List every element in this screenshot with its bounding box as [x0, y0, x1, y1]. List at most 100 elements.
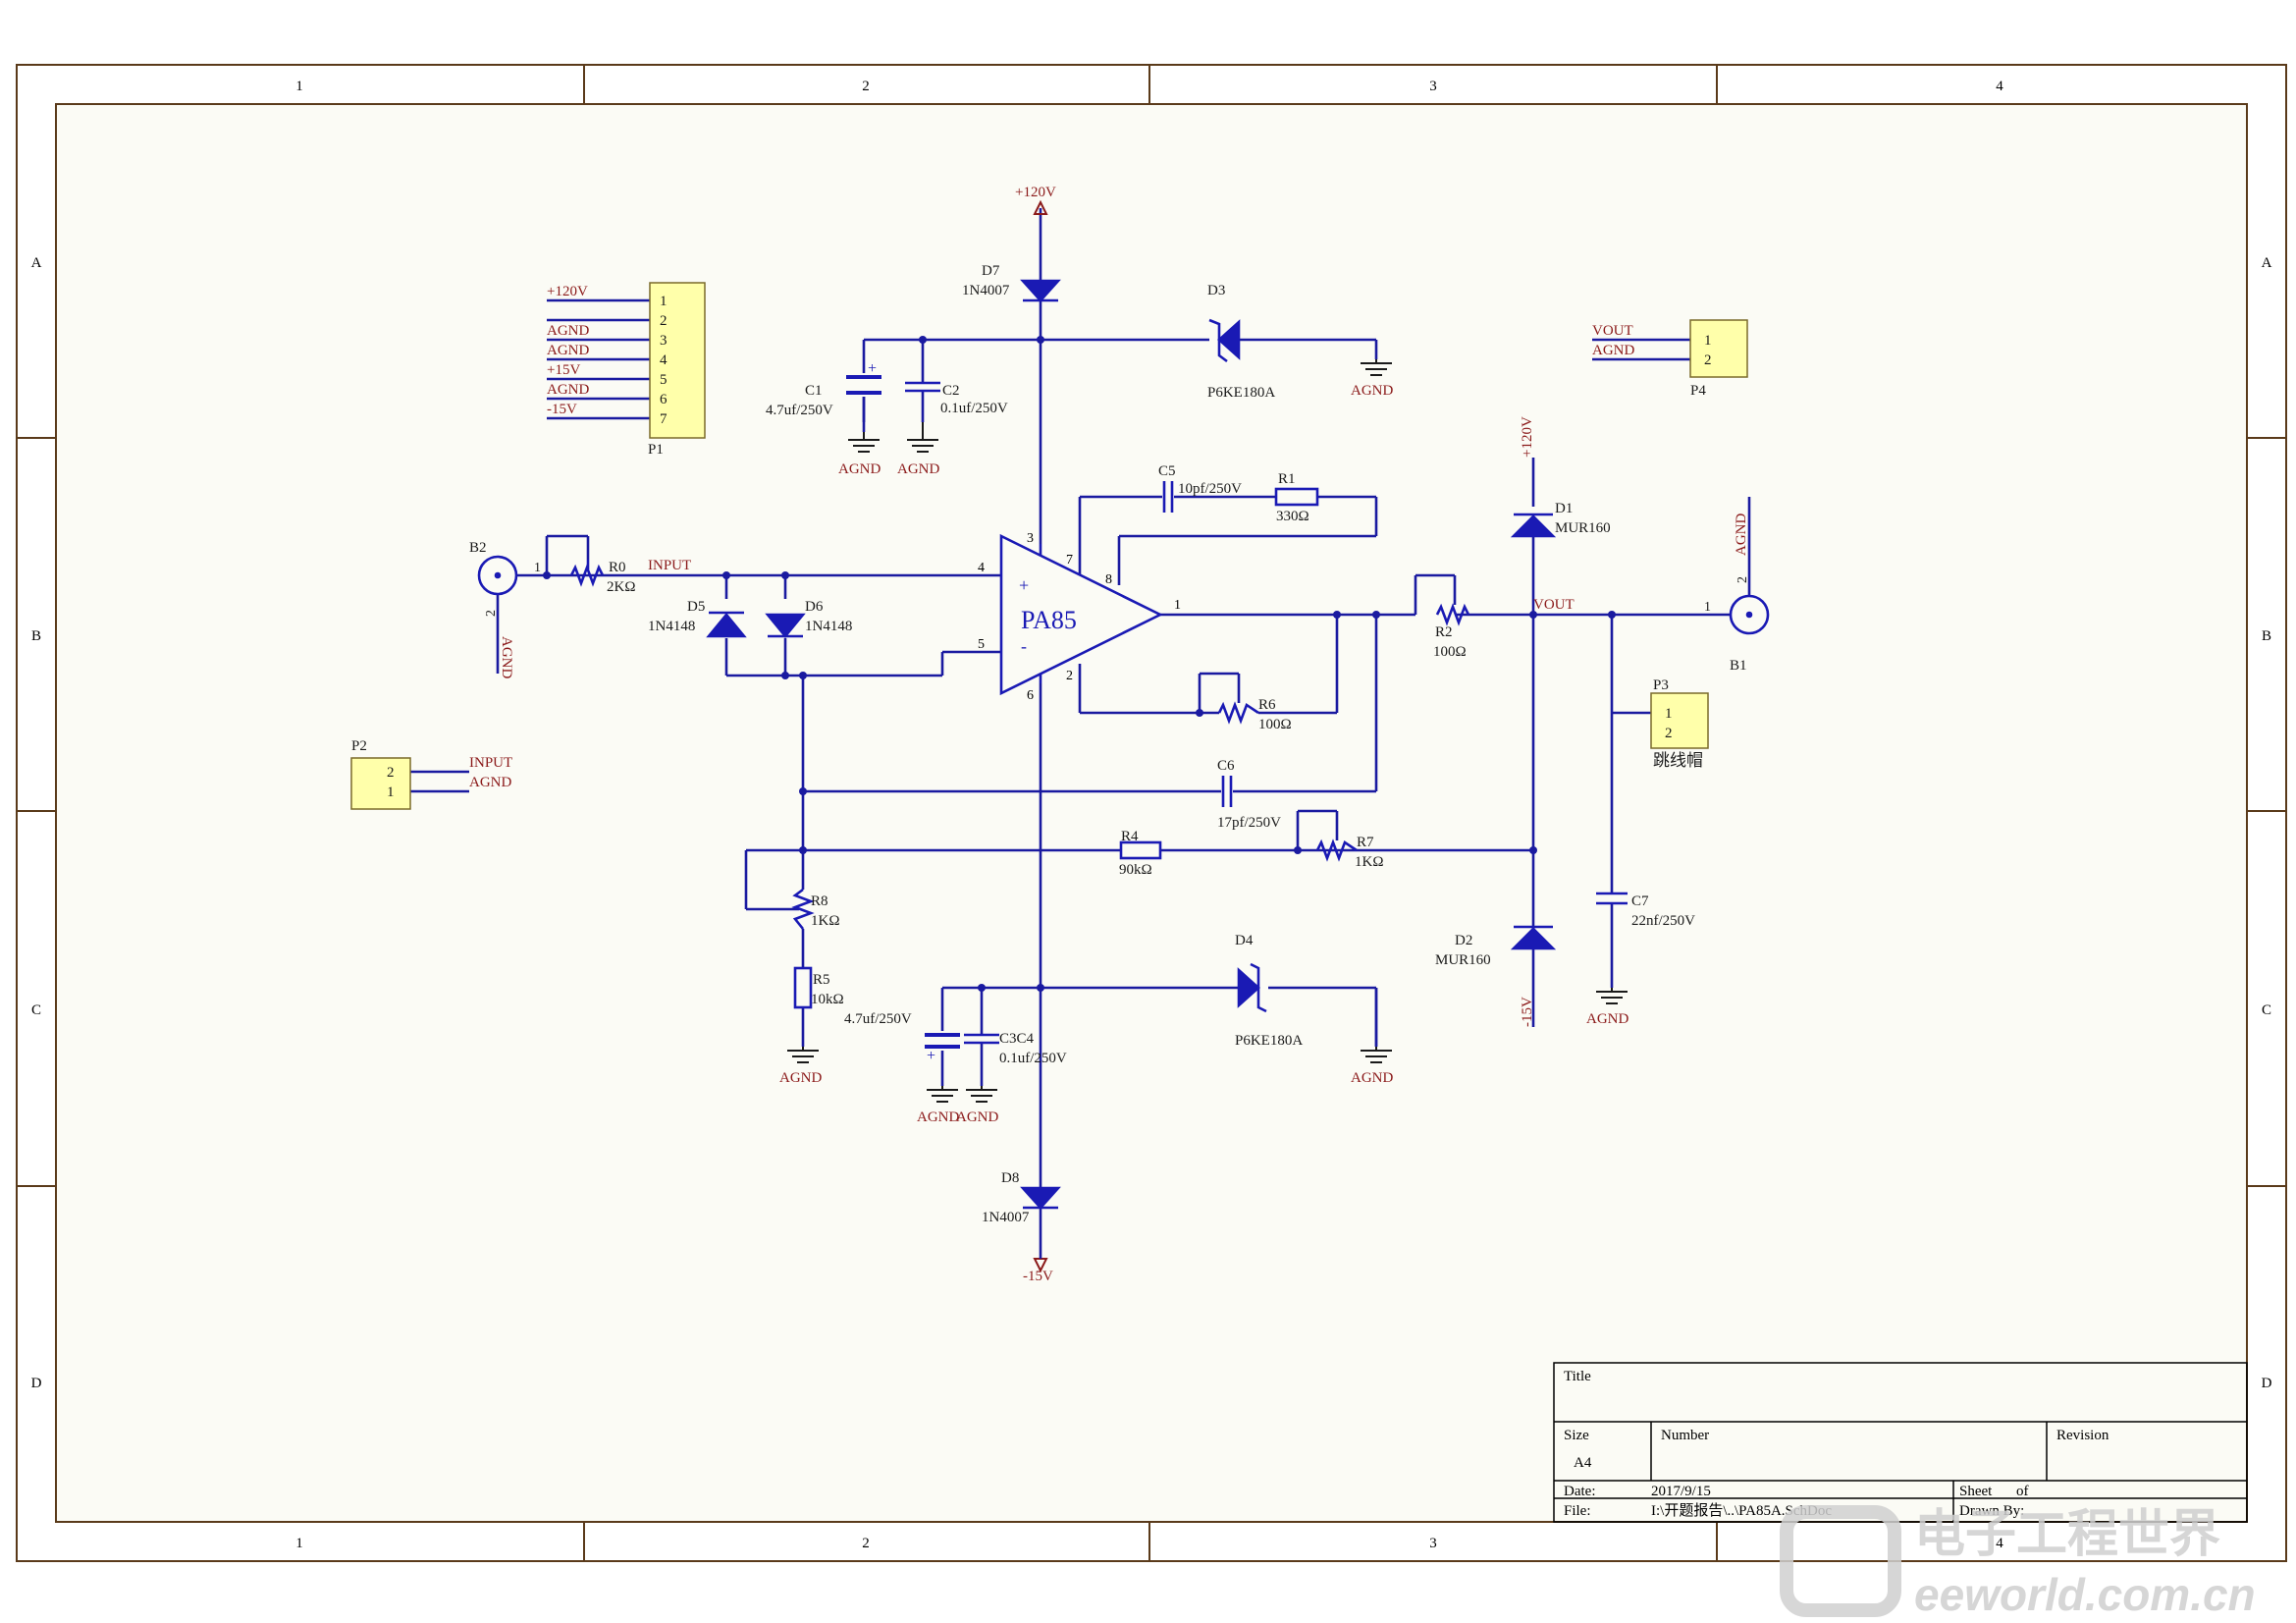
d4-value: P6KE180A	[1235, 1033, 1303, 1049]
net-input: INPUT	[648, 558, 691, 573]
diode-d1[interactable]	[1510, 513, 1557, 538]
watermark: 电子工程世界 eeworld.com.cn	[1780, 1505, 2256, 1620]
capacitor-c6[interactable]	[1221, 776, 1233, 807]
gnd-label-b1: AGND	[1734, 514, 1749, 556]
diode-d7[interactable]	[1020, 279, 1061, 302]
opamp-pa85[interactable]	[999, 533, 1163, 696]
p2-pin-2: 2	[387, 765, 395, 781]
r0-ref: R0	[609, 560, 626, 575]
col-top-1: 1	[295, 79, 303, 94]
p4-net-2: AGND	[1592, 343, 1634, 358]
row-left-a: A	[31, 255, 42, 271]
p1-pin-3: 3	[660, 333, 667, 349]
r8-value: 1KΩ	[811, 913, 839, 929]
connector-p1-body[interactable]	[649, 282, 706, 439]
d3-value: P6KE180A	[1207, 385, 1275, 401]
c7-value: 22nf/250V	[1631, 913, 1695, 929]
d2-ref: D2	[1455, 933, 1472, 948]
r5-ref: R5	[813, 972, 830, 988]
r4-ref: R4	[1121, 829, 1139, 844]
bnc-b2[interactable]	[477, 555, 518, 596]
diode-d5[interactable]	[706, 611, 747, 638]
wires	[410, 208, 1751, 1227]
connector-p3-body[interactable]	[1650, 692, 1709, 749]
capacitor-c5[interactable]	[1162, 481, 1174, 513]
p1-pin-4: 4	[660, 352, 667, 368]
c3-value: 4.7uf/250V	[844, 1011, 912, 1027]
capacitor-c1[interactable]	[846, 375, 881, 395]
r2-value: 100Ω	[1433, 644, 1467, 660]
capacitor-c3[interactable]	[925, 1033, 960, 1049]
zone-dividers	[17, 65, 2286, 1561]
capacitor-c4[interactable]	[964, 1033, 999, 1045]
svg-text:7: 7	[1066, 553, 1073, 568]
tvs-d4[interactable]	[1237, 962, 1267, 1013]
c2-ref: C2	[942, 383, 960, 399]
gnd-label-c2: AGND	[897, 461, 939, 477]
d8-value: 1N4007	[982, 1210, 1030, 1225]
gnd-label-c7: AGND	[1586, 1011, 1629, 1027]
col-bottom-2: 2	[862, 1536, 870, 1551]
potentiometer-r6[interactable]	[1217, 701, 1259, 725]
number-label: Number	[1661, 1428, 1709, 1443]
p1-pin-1: 1	[660, 294, 667, 309]
d2-value: MUR160	[1435, 952, 1491, 968]
col-bottom-4: 4	[1996, 1536, 2003, 1551]
opamp-minus: -	[1021, 636, 1027, 656]
resistor-r5[interactable]	[793, 966, 813, 1009]
diode-d6[interactable]	[765, 613, 806, 639]
d6-value: 1N4148	[805, 619, 852, 634]
net-neg15-d2: -15V	[1520, 997, 1535, 1027]
col-top-3: 3	[1429, 79, 1437, 94]
p1-net-3: AGND	[547, 323, 589, 339]
watermark-logo	[1780, 1505, 1901, 1617]
d7-value: 1N4007	[962, 283, 1010, 298]
p3-ref: P3	[1653, 677, 1669, 693]
connector-p2-body[interactable]	[350, 757, 411, 810]
potentiometer-r0[interactable]	[569, 560, 605, 587]
svg-text:2: 2	[1066, 669, 1073, 683]
r6-value: 100Ω	[1258, 717, 1292, 732]
connector-p4-body[interactable]	[1689, 319, 1748, 378]
drawn-by-label: Drawn By:	[1959, 1503, 2024, 1519]
row-right-d: D	[2262, 1376, 2272, 1391]
ground-symbols	[787, 359, 1628, 1103]
r2-ref: R2	[1435, 624, 1453, 640]
r4-value: 90kΩ	[1119, 862, 1152, 878]
size-value: A4	[1574, 1455, 1592, 1471]
d8-ref: D8	[1001, 1170, 1019, 1186]
c7-ref: C7	[1631, 893, 1649, 909]
opamp-plus: +	[1019, 575, 1029, 595]
p3-pin-1: 1	[1665, 706, 1673, 722]
d5-value: 1N4148	[648, 619, 695, 634]
zone-labels: 1 2 3 4 1 2 3 4 A B C D A B C D	[31, 79, 2272, 1551]
col-top-4: 4	[1996, 79, 2003, 94]
resistor-r1[interactable]	[1274, 487, 1319, 507]
potentiometer-r2[interactable]	[1435, 603, 1470, 626]
bnc-b1[interactable]	[1729, 594, 1770, 635]
capacitor-c2[interactable]	[905, 381, 940, 393]
c5-value: 10pf/250V	[1178, 481, 1242, 497]
b2-pin-1: 1	[534, 561, 541, 575]
c2-value: 0.1uf/250V	[940, 401, 1008, 416]
p1-net-6: AGND	[547, 382, 589, 398]
title-block-text: Title Size A4 Number Revision Date: 2017…	[1564, 1369, 2109, 1519]
gnd-label-c3: AGND	[917, 1109, 959, 1125]
resistor-r4[interactable]	[1119, 840, 1162, 860]
opamp-ref: PA85	[1021, 606, 1077, 634]
row-left-d: D	[31, 1376, 42, 1391]
p2-ref: P2	[351, 738, 367, 754]
date-label: Date:	[1564, 1484, 1595, 1499]
potentiometer-r7[interactable]	[1315, 839, 1358, 862]
net-neg15-bottom: -15V	[1023, 1269, 1053, 1284]
col-bottom-1: 1	[295, 1536, 303, 1551]
potentiometer-r8[interactable]	[791, 888, 815, 930]
diode-d2[interactable]	[1510, 925, 1557, 950]
d7-ref: D7	[982, 263, 1000, 279]
title-label: Title	[1564, 1369, 1591, 1384]
diode-d8[interactable]	[1020, 1186, 1061, 1210]
c4-value: 0.1uf/250V	[999, 1051, 1067, 1066]
gnd-label-c1: AGND	[838, 461, 881, 477]
capacitor-c7[interactable]	[1596, 892, 1628, 905]
tvs-d3[interactable]	[1208, 318, 1241, 363]
